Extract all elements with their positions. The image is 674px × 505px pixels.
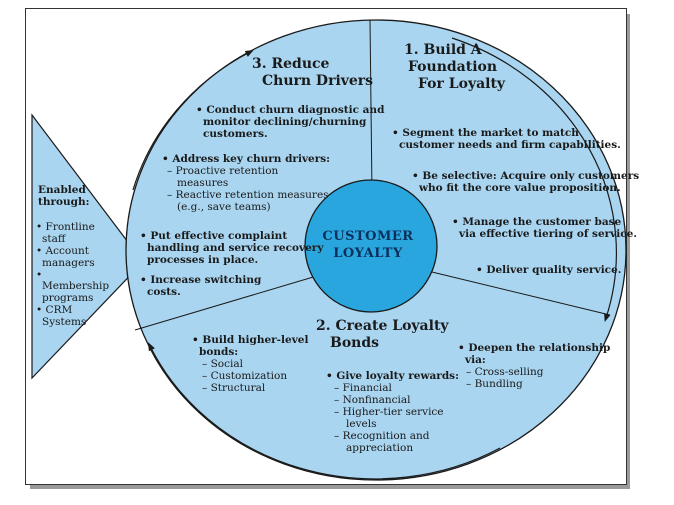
arrow-top-right [451, 37, 617, 322]
section3-bullet-drivers: • Address key churn drivers: – Proactive… [162, 153, 331, 213]
enabled-item: • Account [36, 245, 89, 257]
section1-bullet-selective: • Be selective: Acquire only customers w… [412, 170, 640, 194]
enabled-item: staff [42, 233, 66, 245]
section2-bullet-rewards: • Give loyalty rewards: – Financial – No… [326, 370, 459, 454]
center-label-line1: CUSTOMER [322, 229, 414, 244]
enabled-item: • CRM [36, 304, 73, 316]
section1-title-line: Foundation [408, 59, 498, 75]
arrow-bottom [148, 342, 501, 480]
enabled-through-wedge [31, 113, 144, 380]
enabled-item: Systems [42, 316, 87, 328]
section1-title-line: For Loyalty [418, 76, 506, 92]
section3-bullet-switching: • Increase switching costs. [140, 274, 262, 298]
center-label: CUSTOMER LOYALTY [305, 228, 431, 262]
section3-bullet-complaint: • Put effective complaint handling and s… [140, 230, 324, 266]
section2-bullet-bonds: • Build higher-level bonds: – Social – C… [192, 334, 309, 394]
enabled-item: managers [42, 257, 95, 269]
section1-title-line: 1. Build A [404, 42, 482, 58]
enabled-item: programs [42, 292, 94, 304]
arrow-left-top [132, 50, 254, 191]
section3-bullet-diagnostic: • Conduct churn diagnostic and monitor d… [196, 104, 385, 140]
enabled-title: Enabled through: [38, 184, 98, 208]
section1-bullet-segment: • Segment the market to match customer n… [392, 127, 621, 151]
section2-bullet-deepen: • Deepen the relationship via: – Cross-s… [458, 342, 611, 390]
center-label-line2: LOYALTY [333, 246, 403, 261]
enabled-list: • Frontline staff • Account managers • M… [36, 221, 110, 329]
divider-left [134, 274, 321, 331]
center-circle [304, 179, 438, 313]
enabled-item: • Frontline [36, 221, 95, 233]
enabled-title-line2: through: [38, 196, 90, 208]
enabled-title-line1: Enabled [38, 184, 86, 196]
divider-right [431, 271, 611, 316]
divider-top [369, 19, 373, 194]
section3-title: 3. Reduce Churn Drivers [252, 56, 374, 89]
section2-title: 2. Create Loyalty Bonds [316, 318, 449, 351]
section1-bullet-quality: • Deliver quality service. [476, 264, 622, 276]
section1-title: 1. Build A Foundation For Loyalty [404, 42, 505, 93]
enabled-item: • Membership [36, 269, 110, 292]
section1-bullet-manage: • Manage the customer base via effective… [452, 216, 637, 240]
